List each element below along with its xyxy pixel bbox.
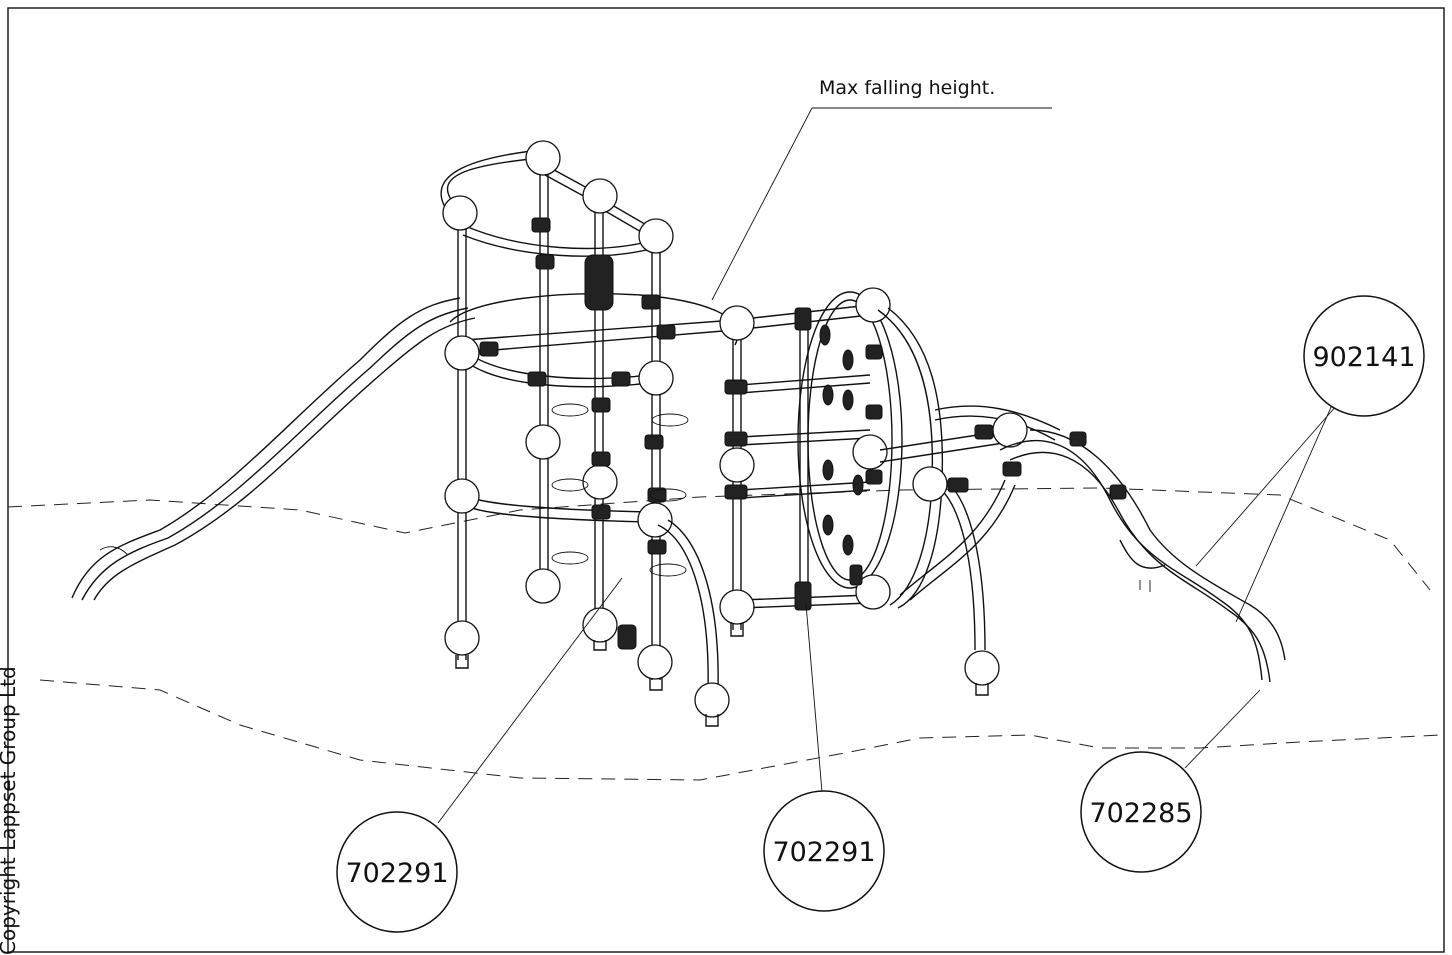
callout-702291-middle: 702291: [763, 790, 885, 912]
drawing-border: [7, 7, 1445, 953]
callout-902141-label: 902141: [1312, 342, 1415, 373]
safety-area: [7, 487, 1441, 781]
falling-height-note: Max falling height.: [819, 77, 995, 99]
left-ramp: [71, 297, 476, 601]
right-ramp: [999, 429, 1286, 683]
callout-702291-left: 702291: [336, 811, 458, 933]
callout-702291-middle-label: 702291: [772, 837, 875, 868]
leader-lines: [437, 404, 1338, 824]
callout-702285: 702285: [1080, 751, 1202, 873]
callout-902141: 902141: [1303, 295, 1425, 417]
callout-702291-left-label: 702291: [345, 858, 448, 889]
copyright-text: Copyright Lappset Group Ltd: [0, 666, 20, 955]
callout-702285-label: 702285: [1089, 798, 1192, 829]
falling-height-annotation: Max falling height.: [711, 77, 1052, 301]
left-tower: [440, 140, 739, 691]
climbing-panel: [797, 287, 903, 610]
right-frame: [877, 307, 1061, 696]
middle-frame: [657, 304, 871, 727]
